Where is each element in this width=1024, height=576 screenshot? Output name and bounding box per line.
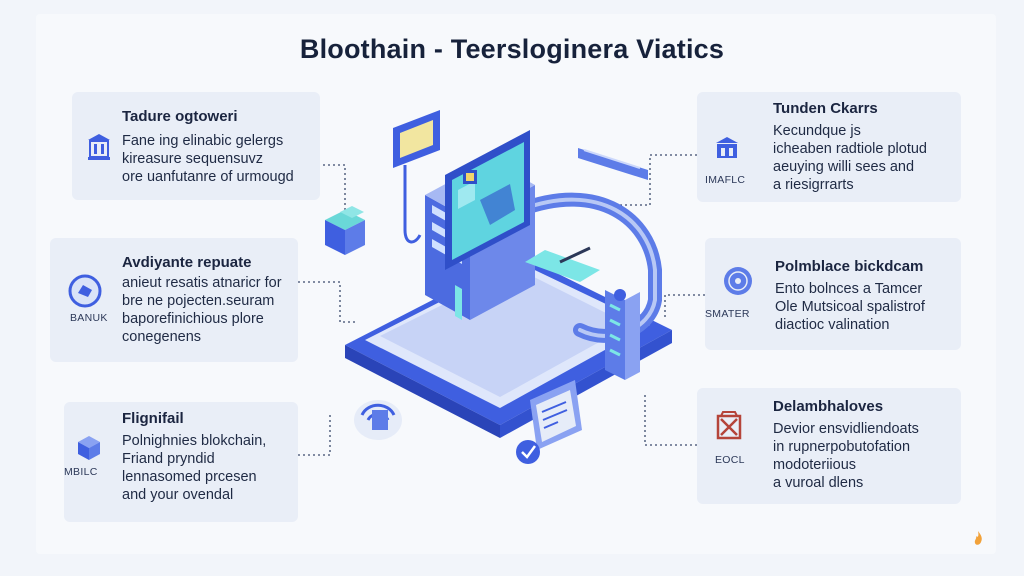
brand-logo	[972, 530, 984, 548]
connector-mid-right	[664, 294, 705, 318]
diagram-title: Bloothain - Teersloginera Viatics	[299, 34, 725, 64]
card-title: Avdiyante repuate	[122, 254, 252, 271]
flame-icon	[974, 531, 982, 545]
connector-mid-left	[298, 281, 355, 323]
card-body: Ento bolnces a Tamcer Ole Mutsicoal spal…	[775, 281, 925, 333]
card-title: Tunden Ckarrs	[773, 100, 878, 117]
monitor-screen	[445, 130, 530, 270]
block-cluster	[325, 206, 365, 255]
card-bottom-left: Flignifail Polnighnies blokchain, Friand…	[64, 402, 298, 522]
icon-label: IMAFLC	[705, 174, 746, 186]
signal-device	[354, 400, 402, 440]
card-mid-left: Avdiyante repuate anieut resatis atnaric…	[50, 238, 298, 362]
crossed-box-icon	[716, 411, 742, 440]
dashed-connectors	[298, 154, 705, 456]
card-title: Flignifail	[122, 410, 184, 427]
building-icon	[88, 134, 110, 160]
connector-bottom-right	[644, 395, 697, 446]
card-bottom-right: Delambhaloves Devior ensvidliendoats in …	[697, 388, 961, 504]
card-title: Delambhaloves	[773, 398, 884, 415]
card-title: Tadure ogtoweri	[122, 108, 238, 125]
card-title: Polmblace bickdcam	[775, 258, 924, 275]
connector-top-left	[318, 164, 346, 210]
card-body: Devior ensvidliendoats in rupnerpobutofa…	[773, 421, 919, 491]
cube-icon	[78, 436, 100, 460]
card-top-right: Tunden Ckarrs Kecundque js icheaben radt…	[697, 92, 961, 202]
card-body: Kecundque js icheaben radtiole plotud ae…	[773, 123, 927, 193]
document-card	[516, 380, 582, 464]
floating-panel	[578, 148, 648, 180]
bank-icon	[716, 137, 738, 158]
connector-bottom-left	[298, 415, 331, 456]
icon-label: EOCL	[715, 454, 745, 466]
card-body: anieut resatis atnaricr for bre ne pojec…	[122, 275, 282, 345]
card-body: Fane ing elinabic gelergs kireasure sequ…	[122, 133, 294, 185]
icon-label: MBILC	[64, 466, 98, 478]
icon-label: SMATER	[705, 308, 750, 320]
connector-top-right	[610, 154, 697, 206]
card-mid-right: Polmblace bickdcam Ento bolnces a Tamcer…	[705, 238, 961, 350]
icon-label: BANUK	[70, 312, 108, 324]
robot-arm	[525, 246, 640, 380]
shield-icon	[68, 274, 102, 308]
hanging-panel	[393, 110, 440, 244]
card-top-left: Tadure ogtoweri Fane ing elinabic gelerg…	[72, 92, 320, 200]
card-body: Polnighnies blokchain, Friand pryndid le…	[122, 433, 267, 503]
disc-icon	[724, 267, 752, 295]
